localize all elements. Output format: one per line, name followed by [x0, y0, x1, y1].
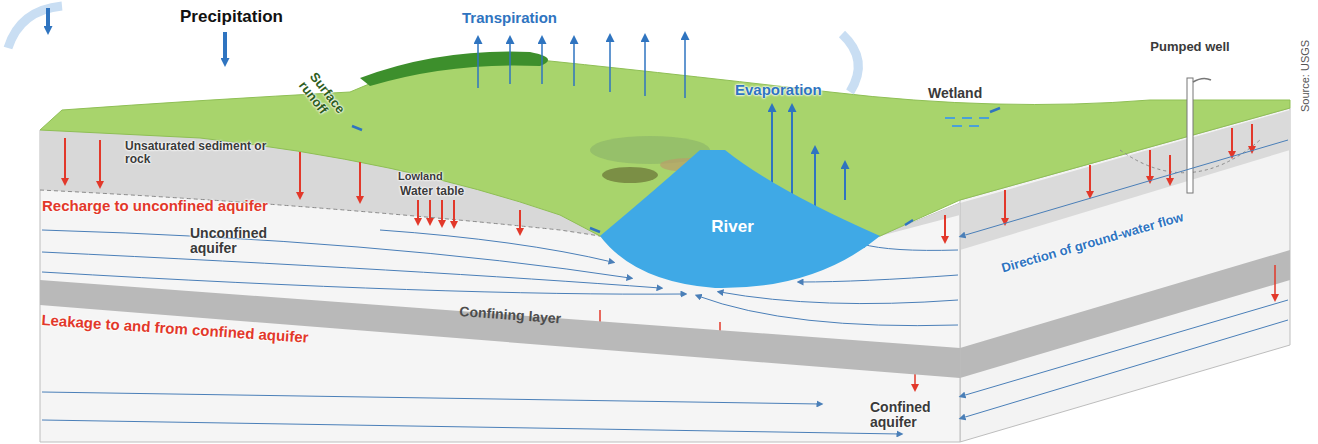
node-shape: [40, 280, 960, 378]
source-note: Source: USGS: [1299, 40, 1311, 112]
process-label: Recharge to unconfined aquifer: [42, 198, 268, 215]
zone-label: Unsaturated sediment or rock: [125, 140, 275, 166]
feature-label: Pumped well: [1150, 40, 1230, 54]
feature-label: Water table: [400, 185, 464, 198]
process-label: Evaporation: [735, 82, 822, 99]
zone-label: Unconfined aquifer: [190, 226, 300, 257]
feature-label: Wetland: [928, 86, 982, 101]
river-body: River: [575, 150, 890, 290]
feature-label: Lowland: [398, 170, 443, 182]
process-label: Transpiration: [462, 10, 557, 27]
node-label: River: [575, 218, 890, 237]
zone-label: Confined aquifer: [870, 400, 954, 431]
process-label: Precipitation: [180, 8, 283, 27]
